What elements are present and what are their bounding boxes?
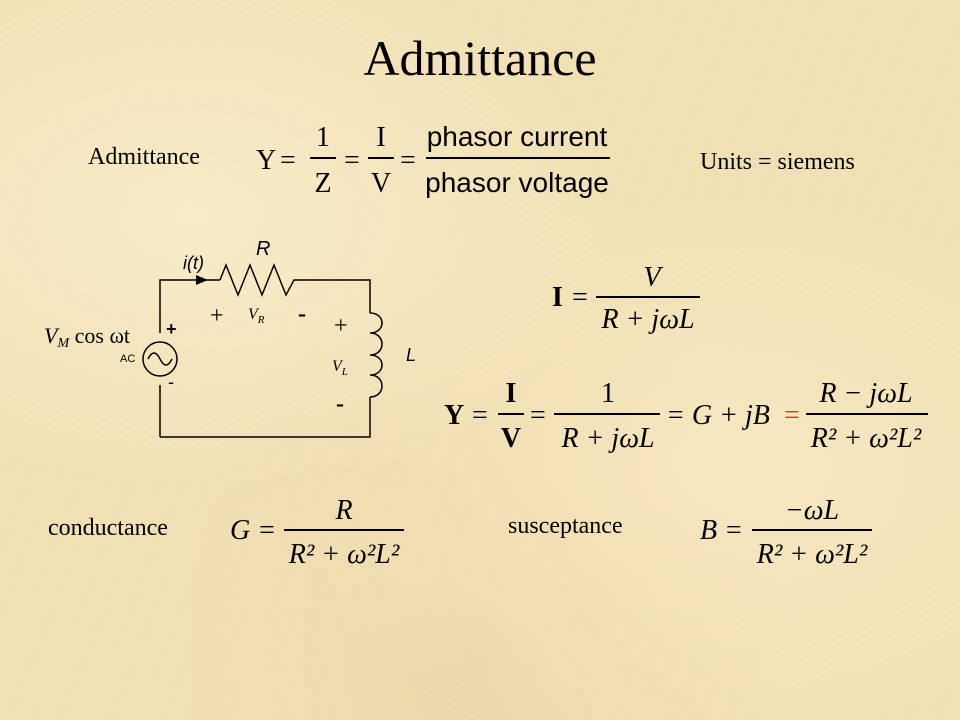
current-formula: I = V R + jωL (552, 262, 700, 335)
slide-title: Admittance (363, 30, 597, 86)
vl-label: VL (332, 358, 348, 378)
susceptance-formula: B = −ωL R² + ω²L² (700, 495, 872, 570)
admittance-label: Admittance (88, 144, 200, 170)
formula-Y-eq1: = (472, 400, 488, 431)
units-label: Units = siemens (700, 149, 855, 175)
formula-Y-den3: R² + ω²L² (810, 423, 922, 454)
formula-Y-eq-red: = (784, 400, 800, 431)
formula-def-eq3: = (400, 145, 416, 176)
current-label: i(t) (183, 253, 204, 273)
formula-def-eq2: = (344, 145, 360, 176)
source-plus: + (166, 319, 177, 339)
formula-I-eq: = (572, 282, 588, 313)
formula-B-den: R² + ω²L² (756, 539, 868, 570)
formula-G-den: R² + ω²L² (288, 539, 400, 570)
inductor-icon (369, 312, 383, 398)
formula-I-den: R + jωL (600, 304, 694, 335)
formula-Y-num3: R − jωL (818, 378, 912, 409)
formula-B-num: −ωL (785, 495, 839, 526)
source-minus: - (168, 372, 174, 392)
sine-wave-icon (147, 352, 173, 366)
formula-Y-eq2: = (530, 400, 546, 431)
ac-label: AC (120, 353, 135, 365)
formula-Y-den1: V (501, 423, 521, 454)
formula-G-num: R (334, 495, 352, 526)
conductance-formula: G = R R² + ω²L² (230, 495, 404, 570)
vr-minus: - (298, 301, 306, 327)
vr-label: VR (248, 306, 265, 326)
formula-Y-den2: R + jωL (560, 423, 654, 454)
admittance-expansion-formula: Y = I V = 1 R + jωL = G + jB = R − jωL R… (444, 378, 928, 454)
formula-G-lhs: G = (230, 515, 276, 546)
formula-B-lhs: B = (700, 515, 743, 546)
formula-Y-lhs: Y (444, 400, 464, 431)
conductance-label: conductance (48, 515, 168, 541)
formula-Y-mid: = G + jB (666, 400, 770, 431)
vl-minus: - (336, 391, 344, 417)
formula-def-I: I (376, 122, 385, 153)
formula-def-one: 1 (316, 122, 330, 153)
inductor-label: L (406, 345, 416, 365)
rl-circuit-diagram: i(t) R L + - AC VM cos ωt + VR - + VL - (44, 238, 416, 438)
vr-plus: + (210, 303, 224, 329)
wire-top-right (300, 279, 371, 313)
vl-plus: + (334, 313, 348, 339)
admittance-definition-formula: Y = 1 Z = I V = phasor current phasor vo… (256, 121, 610, 199)
formula-Y-num1: I (506, 378, 517, 409)
formula-def-phasor-current: phasor current (427, 121, 608, 152)
susceptance-label: susceptance (508, 513, 623, 539)
formula-def-V: V (371, 168, 391, 199)
current-arrow-icon (196, 275, 208, 285)
resistor-label: R (256, 238, 270, 260)
formula-def-phasor-voltage: phasor voltage (425, 167, 609, 198)
formula-I-lhs: I (552, 282, 563, 313)
wire-bottom (160, 397, 371, 438)
formula-def-Y: Y (256, 145, 276, 176)
formula-Y-num2: 1 (601, 378, 615, 409)
formula-def-Z: Z (314, 168, 331, 199)
ac-source-icon (142, 341, 178, 377)
formula-I-num: V (643, 262, 663, 293)
formula-def-eq1: = (280, 145, 296, 176)
source-expression: VM cos ωt (44, 323, 130, 351)
resistor-icon (219, 262, 300, 298)
